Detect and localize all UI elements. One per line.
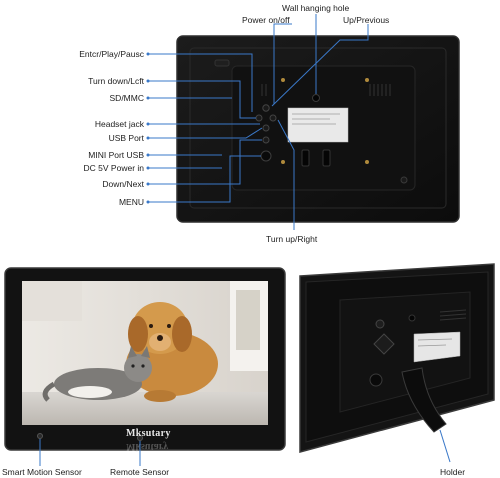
label-remote-sensor: Remote Sensor <box>110 467 170 477</box>
label-enter-play-pause: Entcr/Play/Pausc <box>79 49 144 59</box>
wall-hanging-hole <box>312 94 320 102</box>
callout-dots <box>146 52 150 204</box>
label-power-on-off: Power on/off <box>242 15 290 25</box>
frame-back-view <box>176 35 460 223</box>
frame-angled-back-view <box>299 263 495 453</box>
label-turn-down-left: Turn down/Lcft <box>88 76 144 86</box>
frame-front-view <box>4 267 286 451</box>
label-mini-port-usb: MINI Port USB <box>88 150 144 160</box>
brand-logo: Mksutary <box>126 428 171 439</box>
label-dc-power: DC 5V Power in <box>83 163 144 173</box>
label-holder: Holder <box>440 467 466 477</box>
callout-lines <box>148 14 369 230</box>
dog-illustration <box>126 302 218 402</box>
label-usb-port: USB Port <box>108 133 144 143</box>
holder-stand <box>401 367 447 433</box>
brand-logo-reflection: Mksutary <box>126 441 169 452</box>
label-wall-hanging-hole: Wall hanging hole <box>282 3 350 13</box>
label-sd-mmc: SD/MMC <box>109 93 144 103</box>
label-turn-up-right: Turn up/Right <box>266 234 318 244</box>
cat-illustration <box>42 346 152 402</box>
label-smart-motion-sensor: Smart Motion Sensor <box>2 467 82 477</box>
product-sticker <box>287 107 349 143</box>
remote-sensor-dot <box>137 435 143 441</box>
label-down-next: Down/Next <box>102 179 144 189</box>
motion-sensor-dot <box>37 433 43 439</box>
label-menu: MENU <box>118 197 144 207</box>
label-headset-jack: Headset jack <box>94 119 144 129</box>
label-up-previous: Up/Previous <box>343 15 390 25</box>
